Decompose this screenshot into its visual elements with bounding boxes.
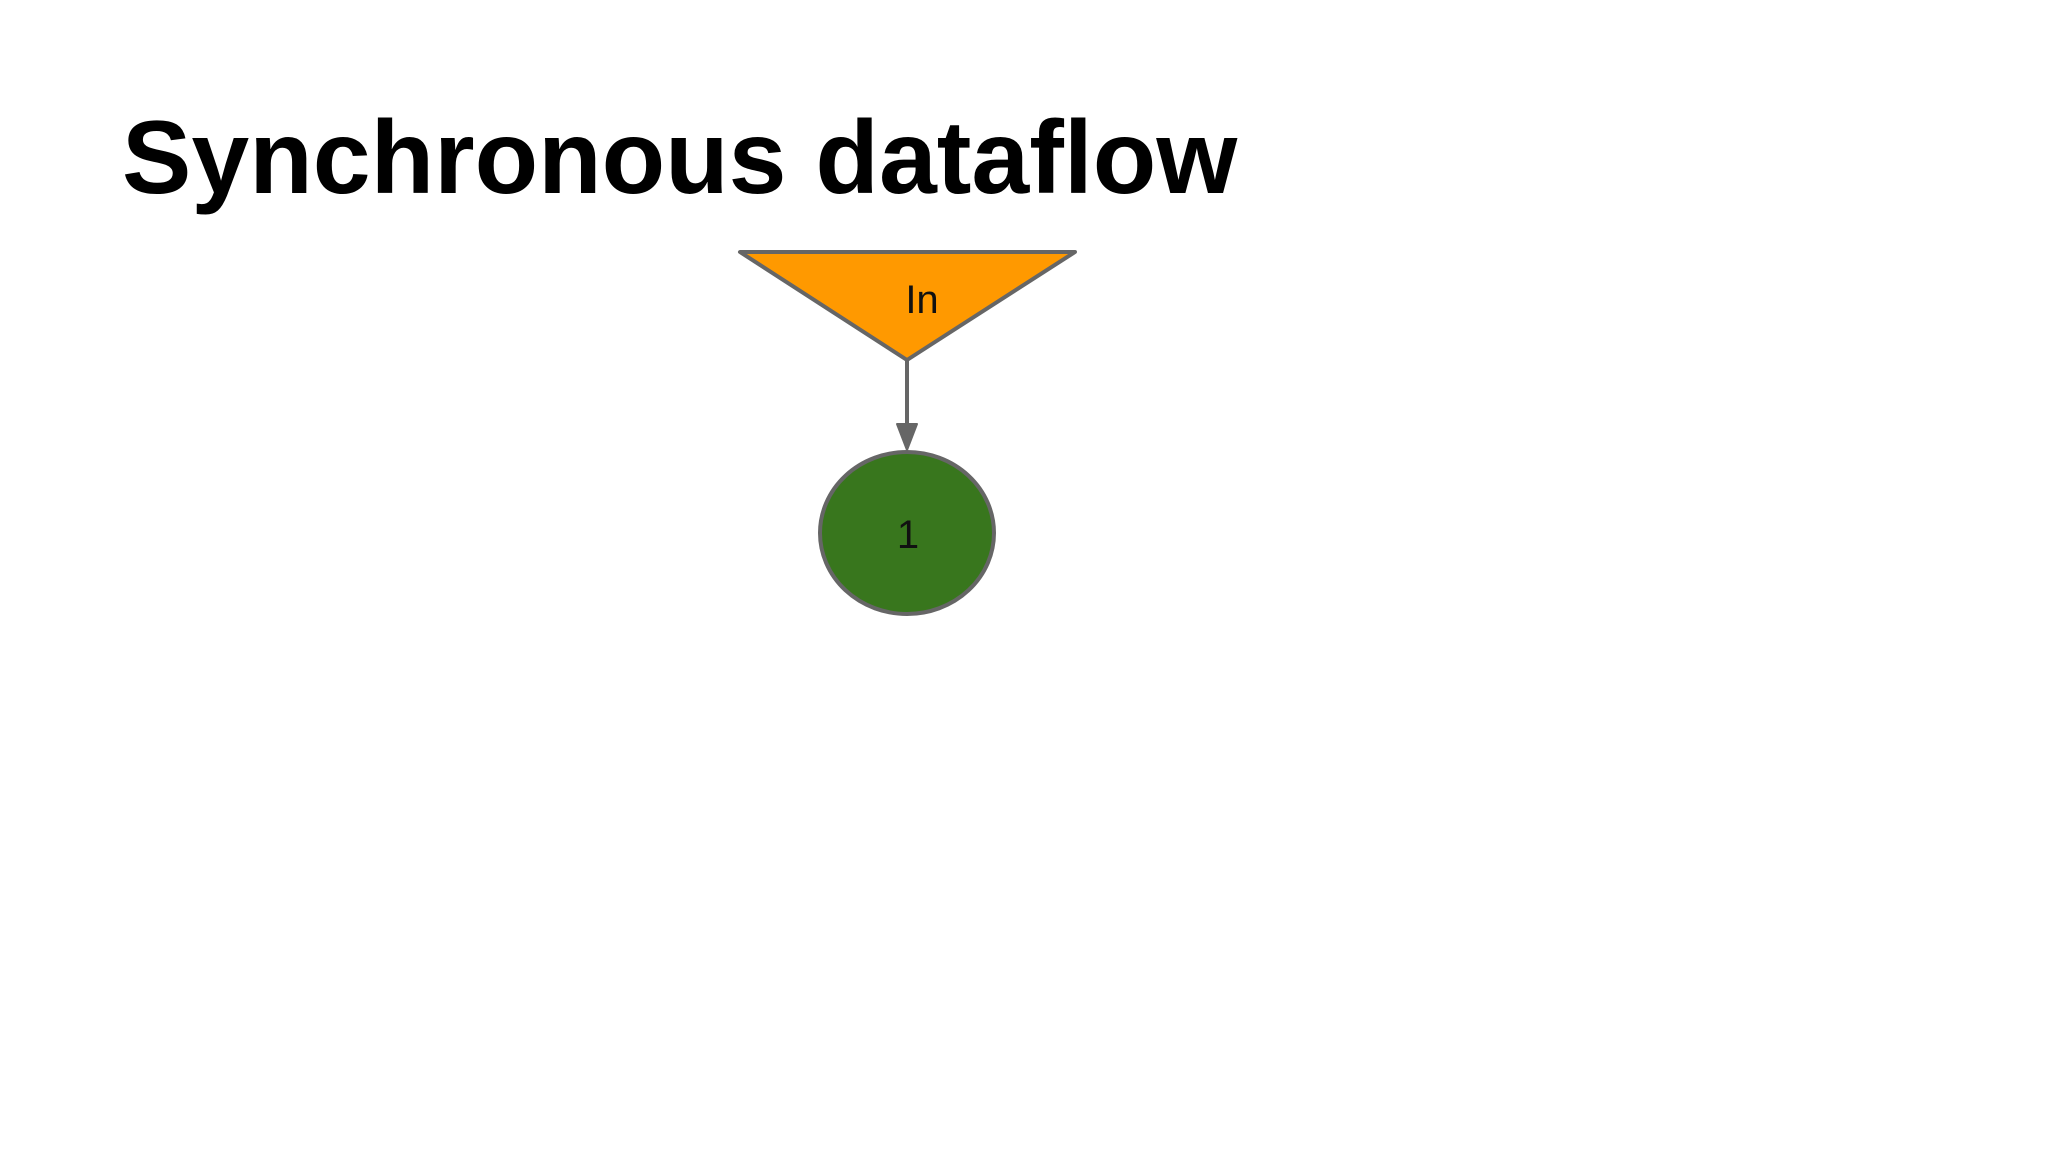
arrowhead-icon (896, 423, 918, 451)
input-node-label: In (905, 278, 938, 322)
input-node[interactable]: In (738, 250, 1077, 362)
input-node-shape (738, 250, 1077, 362)
actor-node-1-label: 1 (897, 513, 919, 557)
slide-title: Synchronous dataflow (122, 100, 1238, 216)
edge-input-to-actor-1 (896, 360, 918, 451)
actor-node-1-shape (818, 450, 996, 616)
actor-node-1[interactable]: 1 (818, 450, 996, 616)
